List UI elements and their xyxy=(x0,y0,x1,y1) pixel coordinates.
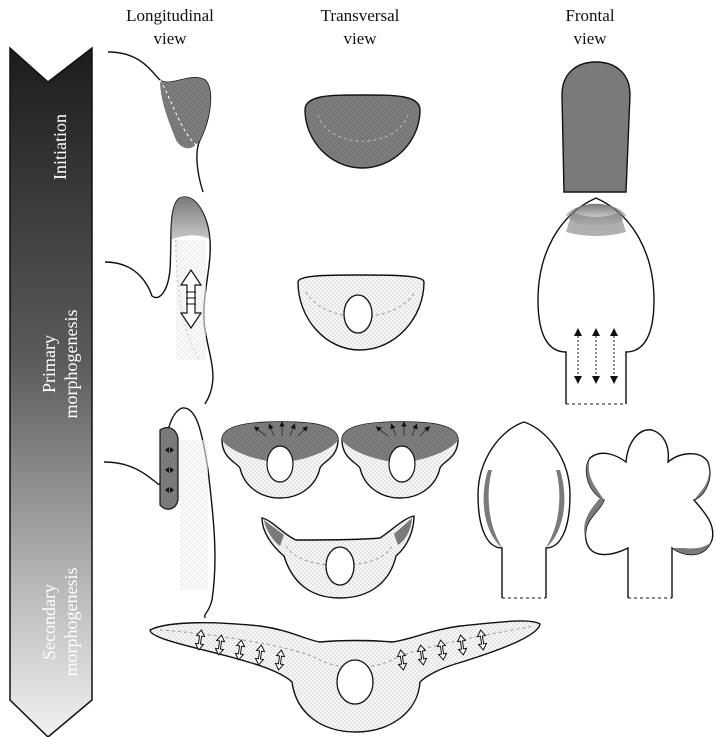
stage-label-line: Secondary xyxy=(38,522,60,722)
initiation-transversal xyxy=(305,95,420,168)
secondary-frontal-b xyxy=(584,430,713,598)
column-header-line: view xyxy=(525,27,655,50)
column-header-line: view xyxy=(285,27,435,50)
secondary-transversal-winged xyxy=(150,621,540,732)
primary-longitudinal xyxy=(105,197,213,404)
column-header-longitudinal: Longitudinal view xyxy=(100,4,240,50)
initiation-longitudinal xyxy=(108,52,210,192)
secondary-transversal-b xyxy=(342,422,458,498)
initiation-frontal xyxy=(562,62,630,192)
secondary-frontal-a xyxy=(478,422,570,598)
primary-frontal xyxy=(538,198,654,404)
column-header-frontal: Frontal view xyxy=(525,4,655,50)
secondary-transversal-c xyxy=(262,516,414,598)
column-header-line: Transversal xyxy=(285,4,435,27)
stage-label-secondary: Secondary morphogenesis xyxy=(38,522,82,722)
column-header-line: Longitudinal xyxy=(100,4,240,27)
secondary-transversal-a xyxy=(222,422,338,498)
stage-label-initiation: Initiation xyxy=(49,67,71,227)
primary-transversal xyxy=(298,275,424,350)
stage-label-line: Initiation xyxy=(49,67,71,227)
stage-label-line: morphogenesis xyxy=(60,264,82,464)
column-header-transversal: Transversal view xyxy=(285,4,435,50)
stage-label-primary: Primary morphogenesis xyxy=(38,264,82,464)
stage-label-line: Primary xyxy=(38,264,60,464)
secondary-longitudinal xyxy=(104,408,215,618)
stage-label-line: morphogenesis xyxy=(60,522,82,722)
column-header-line: view xyxy=(100,27,240,50)
column-header-line: Frontal xyxy=(525,4,655,27)
